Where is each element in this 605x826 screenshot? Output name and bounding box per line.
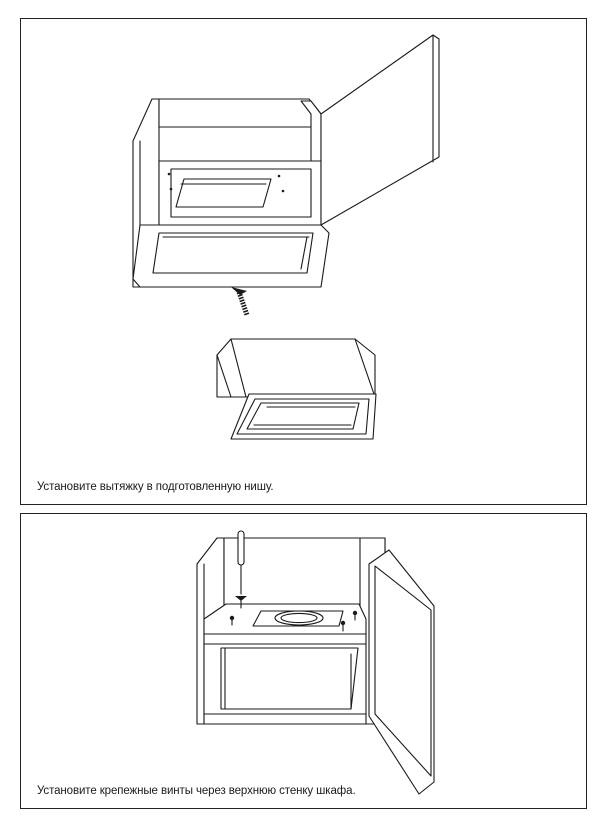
step-panel-insert-hood: Установите вытяжку в подготовленную нишу…	[20, 18, 587, 505]
insert-direction-arrow-icon	[231, 287, 250, 316]
wall-cabinet	[132, 34, 440, 288]
step-caption: Установите крепежные винты через верхнюю…	[37, 785, 356, 797]
step-panel-fasten-screws: Установите крепежные винты через верхнюю…	[20, 513, 587, 809]
open-cabinet	[196, 537, 435, 795]
illustration-cabinet-screwing	[196, 530, 435, 795]
screwdriver-icon	[235, 530, 247, 609]
cooker-hood	[216, 338, 377, 440]
step-caption: Установите вытяжку в подготовленную нишу…	[37, 481, 274, 493]
illustration-cabinet-and-hood	[132, 34, 440, 440]
